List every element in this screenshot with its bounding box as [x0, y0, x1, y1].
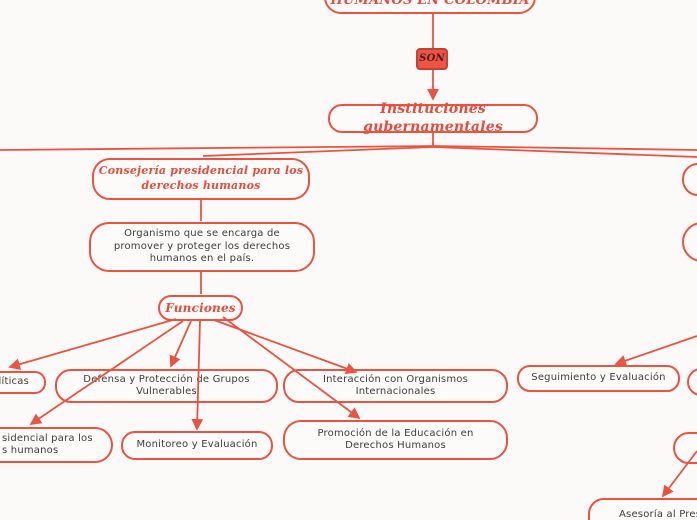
- defensa-line1: Defensa y Protección de Grupos: [83, 373, 250, 385]
- node-promocion[interactable]: Promoción de la Educación en Derechos Hu…: [283, 420, 508, 460]
- descripcion-line3: humanos en el país.: [149, 253, 255, 265]
- root-title-label: HUMANOS EN COLOMBIA: [330, 0, 530, 8]
- presidencial-line2: s humanos: [2, 445, 59, 456]
- son-connector-label: SON: [419, 52, 445, 64]
- instituciones-label: Instituciones gubernamentales: [363, 101, 503, 135]
- node-instituciones[interactable]: Instituciones gubernamentales: [328, 101, 538, 135]
- interaccion-line1: Interacción con Organismos: [322, 373, 469, 385]
- funciones-label: Funciones: [165, 300, 236, 315]
- node-cut-right-description[interactable]: [682, 222, 697, 262]
- descripcion-line2: promover y proteger los derechos: [113, 240, 291, 252]
- defensa-line2: Vulnerables: [136, 386, 197, 397]
- node-monitoreo[interactable]: Monitoreo y Evaluación: [121, 431, 273, 460]
- politicas-label: líticas: [0, 376, 29, 388]
- presidencial-line1: sidencial para los: [2, 432, 93, 444]
- consejeria-line2: derechos humanos: [141, 179, 261, 192]
- monitoreo-label: Monitoreo y Evaluación: [136, 439, 258, 451]
- node-cut-right-top[interactable]: [682, 163, 697, 196]
- node-seguimiento[interactable]: Seguimiento y Evaluación: [517, 365, 680, 392]
- node-son-connector[interactable]: SON: [416, 48, 448, 70]
- node-cut-right-function-1[interactable]: [687, 368, 697, 396]
- node-asesoria-cut[interactable]: Asesoría al Preside: [588, 498, 697, 520]
- node-cut-right-function-2[interactable]: [673, 432, 697, 464]
- node-defensa[interactable]: Defensa y Protección de Grupos Vulnerabl…: [55, 369, 278, 403]
- seguimiento-label: Seguimiento y Evaluación: [531, 372, 666, 384]
- node-presidencial-cut[interactable]: sidencial para los s humanos: [0, 427, 113, 463]
- promocion-line1: Promoción de la Educación en: [317, 427, 474, 439]
- node-descripcion[interactable]: Organismo que se encarga de promover y p…: [89, 222, 315, 272]
- node-politicas-cut[interactable]: líticas: [0, 371, 46, 394]
- consejeria-line1: Consejería presidencial para los: [98, 164, 304, 178]
- node-interaccion[interactable]: Interacción con Organismos Internacional…: [283, 369, 508, 403]
- node-consejeria[interactable]: Consejería presidencial para los derecho…: [92, 158, 310, 200]
- asesoria-label: Asesoría al Preside: [619, 509, 697, 520]
- interaccion-line2: Internacionales: [355, 386, 436, 397]
- node-funciones[interactable]: Funciones: [158, 295, 243, 321]
- promocion-line2: Derechos Humanos: [345, 440, 446, 451]
- node-root-title[interactable]: HUMANOS EN COLOMBIA: [324, 0, 536, 14]
- descripcion-line1: Organismo que se encarga de: [124, 228, 280, 240]
